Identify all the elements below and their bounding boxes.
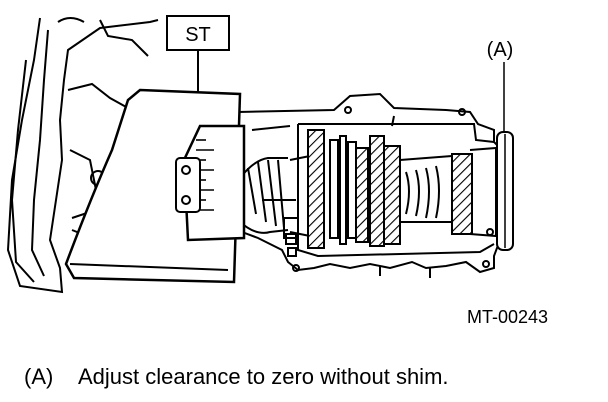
- caption-text: Adjust clearance to zero without shim.: [78, 364, 449, 389]
- figure-code: MT-00243: [467, 307, 548, 327]
- gear-housing: [237, 92, 501, 278]
- st-label-box: [166, 15, 230, 51]
- caption-key: (A): [24, 364, 54, 389]
- callout-a-label: (A): [487, 39, 514, 61]
- st-label: ST: [185, 24, 211, 46]
- callout-a-part: [496, 62, 514, 251]
- special-tool-st: [64, 50, 246, 284]
- caption: (A) Adjust clearance to zero without shim…: [24, 362, 584, 392]
- gear-cluster: [307, 115, 473, 249]
